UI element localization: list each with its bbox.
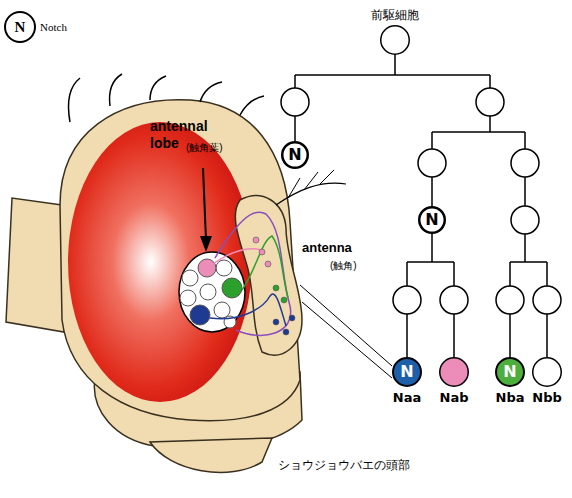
part-label: (触角葉) <box>186 141 223 154</box>
cell-circle-shape <box>381 26 410 55</box>
neuron-dot <box>259 249 265 255</box>
glomerulus <box>216 260 232 276</box>
glomerulus <box>182 270 198 286</box>
neuron-dot <box>289 315 295 321</box>
cell-label: 前駆細胞 <box>371 8 419 22</box>
cell-circle <box>533 286 561 314</box>
cell-circle <box>496 286 524 314</box>
cell-circle <box>281 88 309 116</box>
notch-mark: N <box>288 147 301 163</box>
neuron-dot <box>273 285 279 291</box>
mouthpart <box>150 438 272 472</box>
cell-label: Nab <box>440 390 469 405</box>
antenna-shape <box>235 196 302 355</box>
arista <box>288 170 334 198</box>
cell-circle <box>440 286 468 314</box>
cell-circle-shape <box>533 358 562 387</box>
glomerulus-green <box>222 278 242 298</box>
thorax-part <box>6 198 64 332</box>
cell-circle: N <box>281 141 309 169</box>
cell-label: Nba <box>496 390 525 405</box>
notch-mark: N <box>400 364 413 380</box>
tree-line <box>510 234 547 286</box>
cell-circle: 前駆細胞 <box>380 25 410 55</box>
cell-circle-shape <box>282 142 308 168</box>
neuron-dot <box>283 329 289 335</box>
cell-circle: NNba <box>495 357 525 387</box>
notch-mark: N <box>425 212 438 228</box>
tree-line <box>407 314 547 357</box>
neuron-dot <box>273 319 279 325</box>
cell-circle <box>393 286 421 314</box>
legend-symbol <box>5 12 35 42</box>
neuron-dot <box>253 237 259 243</box>
bristle <box>240 96 264 115</box>
arista <box>276 183 346 205</box>
cell-circle: N <box>418 206 446 234</box>
cell-outline <box>439 357 469 387</box>
glomerulus-blue <box>190 305 210 325</box>
neuron-path <box>210 249 262 266</box>
tree-line <box>295 55 490 88</box>
cell-circle: NNaa <box>392 357 422 387</box>
glomerulus <box>180 290 196 306</box>
cell-circle-shape <box>496 358 524 386</box>
neuron-path <box>242 236 288 298</box>
tree-line <box>407 234 454 286</box>
legend-text: Notch <box>40 21 67 33</box>
tree-line <box>432 177 525 206</box>
cell-circle <box>511 206 539 234</box>
glomerulus <box>200 284 216 300</box>
sensory-neurons <box>253 237 295 335</box>
cell-label: Naa <box>393 390 421 405</box>
lineage-lines <box>295 55 547 357</box>
glomerulus <box>214 302 230 318</box>
part-label: (触角) <box>330 259 357 272</box>
bristle <box>150 76 166 100</box>
bristle <box>110 74 123 106</box>
neuron-dot <box>281 297 287 303</box>
neuron-path <box>210 294 286 326</box>
cell-circle-shape <box>419 207 445 233</box>
compound-eye <box>68 122 252 402</box>
cell-circle <box>476 88 504 116</box>
cell-circle-shape <box>440 358 469 387</box>
cell-circle: Nab <box>439 357 469 387</box>
leader-line <box>300 285 392 366</box>
tree-line <box>294 116 296 141</box>
neuron-dot <box>265 261 271 267</box>
part-label: antenna <box>302 240 352 256</box>
cell-label: Nbb <box>532 390 562 405</box>
notch-mark: N <box>503 364 516 380</box>
leader-line <box>302 302 392 378</box>
part-label: N <box>15 18 26 36</box>
neuron-path <box>215 212 291 335</box>
cell-circle <box>418 149 446 177</box>
cell-circle-shape <box>393 358 421 386</box>
tree-line <box>432 116 525 149</box>
glomerulus-pink <box>198 259 216 277</box>
cell-circle: Nbb <box>532 357 562 387</box>
pointer-arrow <box>203 168 206 240</box>
bristle <box>200 82 222 102</box>
cell-outline <box>380 25 410 55</box>
cell-outline <box>532 357 562 387</box>
cell-circle <box>511 149 539 177</box>
part-label: ショウジョウバエの頭部 <box>278 458 410 473</box>
bristle <box>68 78 80 122</box>
lineage-cells <box>281 88 561 314</box>
arrow-head <box>200 236 212 252</box>
